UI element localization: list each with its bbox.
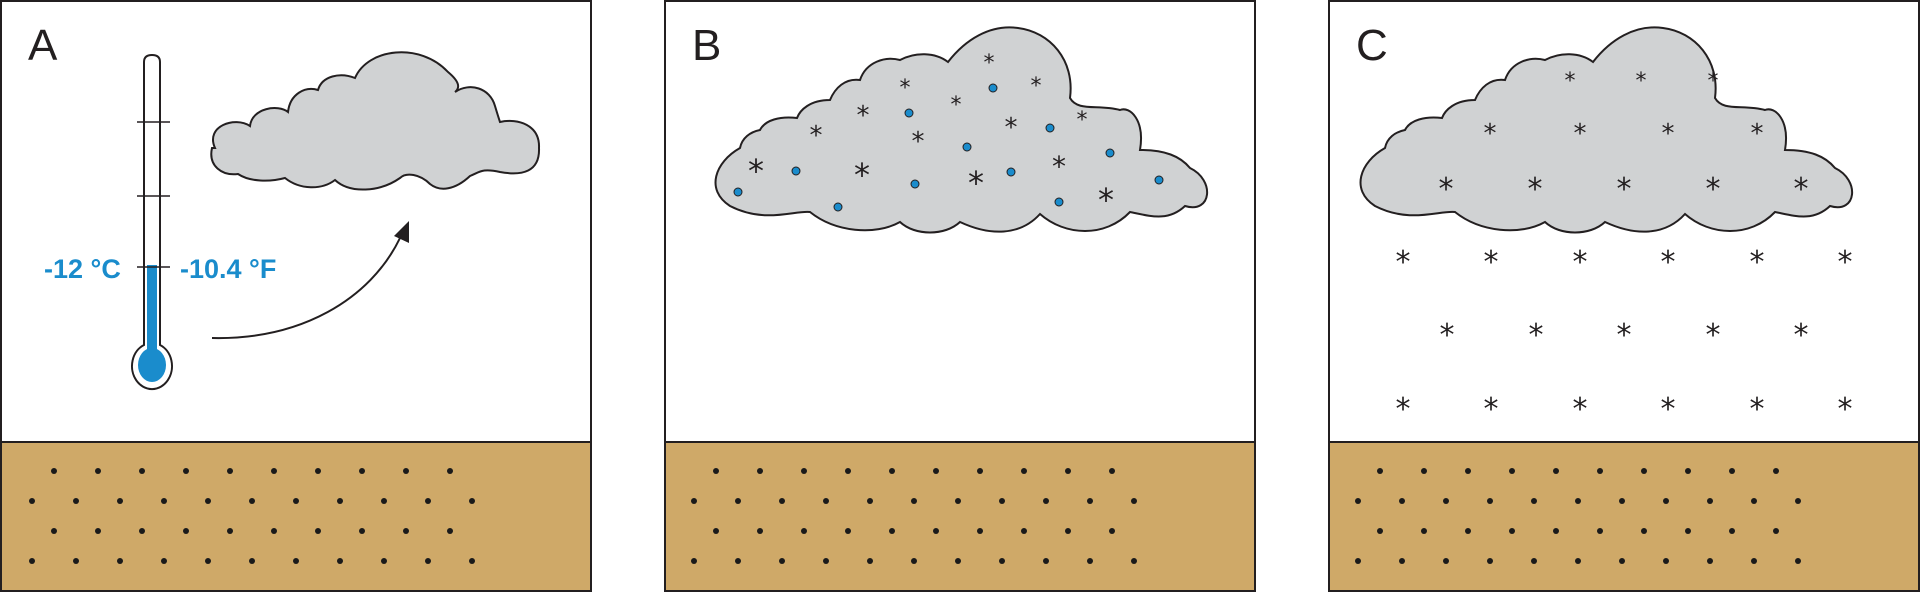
water-droplet bbox=[1054, 197, 1064, 207]
panel-c: C * * * * * * * * * * * * * * * * * * bbox=[1328, 0, 1920, 592]
ice-crystal: * bbox=[951, 93, 962, 118]
snowflake: * bbox=[1484, 392, 1499, 427]
snowflake: * bbox=[1751, 119, 1764, 149]
ice-crystal-icon: * * * * * * * * * * * * * * bbox=[748, 51, 1114, 219]
snowflake: * bbox=[1661, 245, 1676, 280]
snowflake: * bbox=[1708, 69, 1719, 94]
water-droplet bbox=[1045, 123, 1055, 133]
panel-c-label: C bbox=[1356, 21, 1388, 70]
water-droplet bbox=[1154, 175, 1164, 185]
snowflake: * bbox=[1838, 392, 1853, 427]
panel-a: A -12 °C -10.4 °F bbox=[0, 0, 592, 592]
ice-crystal: * bbox=[1077, 108, 1088, 133]
ice-crystal: * bbox=[810, 121, 823, 151]
panel-b-label: B bbox=[692, 21, 721, 70]
snowflake: * bbox=[1484, 245, 1499, 280]
panel-c-frame bbox=[1328, 0, 1920, 592]
snowflake: * bbox=[1750, 245, 1765, 280]
snowflake: * bbox=[1573, 392, 1588, 427]
snowflake-icon: * * * * * * * * * * * * * * * * * * * * … bbox=[1396, 69, 1853, 427]
water-droplet bbox=[904, 108, 914, 118]
curved-arrow-icon bbox=[211, 221, 409, 340]
snowflake: * bbox=[1484, 119, 1497, 149]
panel-b: B * * * * * * * * * * * * * * bbox=[664, 0, 1256, 592]
snowflake: * bbox=[1574, 119, 1587, 149]
snowflake: * bbox=[1662, 119, 1675, 149]
water-droplet bbox=[791, 166, 801, 176]
ice-crystal: * bbox=[984, 51, 995, 76]
ice-crystal: * bbox=[1031, 74, 1042, 99]
ice-crystal: * bbox=[1005, 113, 1018, 143]
celsius-reading: -12 °C bbox=[44, 254, 121, 284]
snowflake: * bbox=[1565, 69, 1576, 94]
ice-crystal: * bbox=[857, 101, 870, 131]
ice-crystal: * bbox=[748, 152, 764, 190]
ice-crystal: * bbox=[900, 76, 911, 101]
snowflake: * bbox=[1617, 318, 1632, 353]
water-droplet-icon bbox=[733, 83, 1164, 212]
water-droplet bbox=[910, 179, 920, 189]
fahrenheit-reading: -10.4 °F bbox=[180, 254, 276, 284]
panel-b-frame bbox=[664, 0, 1256, 592]
snowflake: * bbox=[1636, 69, 1647, 94]
snowflake: * bbox=[1396, 392, 1411, 427]
snowflake: * bbox=[1396, 245, 1411, 280]
ice-crystal: * bbox=[1098, 181, 1114, 219]
snowflake: * bbox=[1439, 172, 1454, 207]
water-droplet bbox=[733, 187, 743, 197]
water-droplet bbox=[1006, 167, 1016, 177]
ice-crystal: * bbox=[912, 127, 925, 157]
panel-a-label: A bbox=[28, 21, 58, 70]
snowflake: * bbox=[1794, 172, 1809, 207]
snowflake: * bbox=[1661, 392, 1676, 427]
snowflake: * bbox=[1528, 172, 1543, 207]
thermometer-icon bbox=[131, 53, 173, 391]
snowflake: * bbox=[1706, 172, 1721, 207]
snowflake: * bbox=[1440, 318, 1455, 353]
snowflake: * bbox=[1573, 245, 1588, 280]
water-droplet bbox=[962, 142, 972, 152]
water-droplet bbox=[1105, 148, 1115, 158]
ice-crystal: * bbox=[854, 156, 870, 194]
panel-a-sky bbox=[1, 1, 591, 442]
snowflake: * bbox=[1750, 392, 1765, 427]
snowflake: * bbox=[1529, 318, 1544, 353]
snowflake: * bbox=[1838, 245, 1853, 280]
panel-a-ground bbox=[1, 442, 591, 591]
water-droplet bbox=[833, 202, 843, 212]
ice-crystal: * bbox=[968, 164, 984, 202]
snowflake: * bbox=[1706, 318, 1721, 353]
snowflake: * bbox=[1794, 318, 1809, 353]
ice-crystal: * bbox=[1052, 150, 1066, 183]
panel-a-frame bbox=[0, 0, 592, 592]
panel-b-ground bbox=[665, 442, 1255, 591]
water-droplet bbox=[988, 83, 998, 93]
snowflake: * bbox=[1617, 172, 1632, 207]
panel-c-ground bbox=[1329, 442, 1919, 591]
